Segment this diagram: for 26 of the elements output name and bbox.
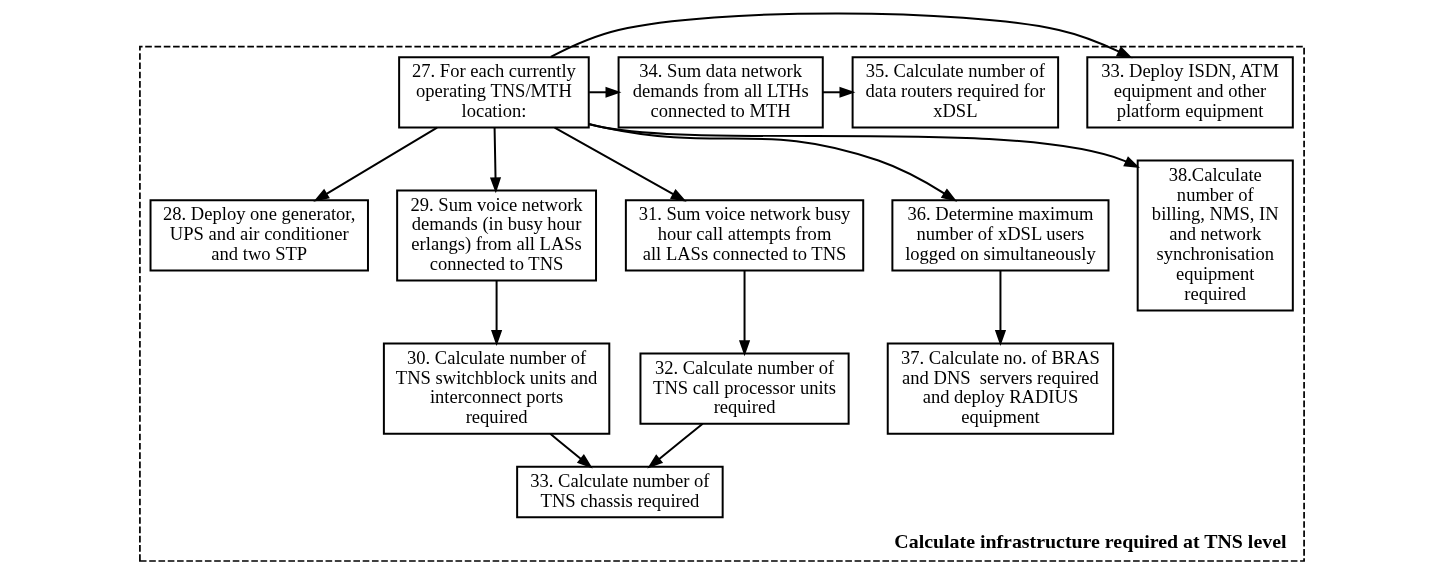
node-box: 31. Sum voice network busy hour call attempts from all LASs connected to TNS: [624, 199, 865, 272]
node-box: 34. Sum data network demands from all LTHs connected to MTH: [617, 56, 824, 129]
node-box: 29. Sum voice network demands (in busy hour erlangs) from all LASs connected to TNS: [396, 189, 598, 282]
node-box: 28. Deploy one generator, UPS and air conditioner and two STP: [149, 199, 369, 272]
arrow: [994, 269, 1007, 346]
node-box: 36. Determine maximum number of xDSL users logged on simultaneously: [891, 199, 1110, 272]
arrow: [588, 86, 622, 98]
node-box: 38.Calculate number of billing, NMS, IN and network synchronisation equipment required: [1136, 159, 1294, 312]
node-box: 33. Calculate number of TNS chassis required: [516, 465, 724, 519]
node-box: 32. Calculate number of TNS call processor units required: [639, 352, 850, 425]
node-box: 30. Calculate number of TNS switchblock units and interconnect ports required: [382, 342, 611, 435]
arrow: [549, 432, 593, 469]
arrow: [549, 12, 1133, 59]
arrow: [647, 422, 704, 469]
arrow: [588, 122, 958, 202]
arrow: [489, 126, 502, 194]
arrow: [738, 269, 751, 357]
arrow: [821, 86, 856, 98]
arrow: [553, 126, 687, 202]
node-box: 27. For each currently operating TNS/MTH location:: [398, 56, 590, 129]
arrow: [313, 126, 439, 202]
node-box: 37. Calculate no. of BRAS and DNS servers required and deploy RADIUS equipment: [886, 342, 1115, 435]
node-box: 35. Calculate number of data routers required for xDSL: [851, 56, 1060, 129]
arrow: [588, 123, 1140, 168]
node-box: 33. Deploy ISDN, ATM equipment and other platform equipment: [1086, 56, 1294, 129]
arrow: [491, 279, 503, 347]
